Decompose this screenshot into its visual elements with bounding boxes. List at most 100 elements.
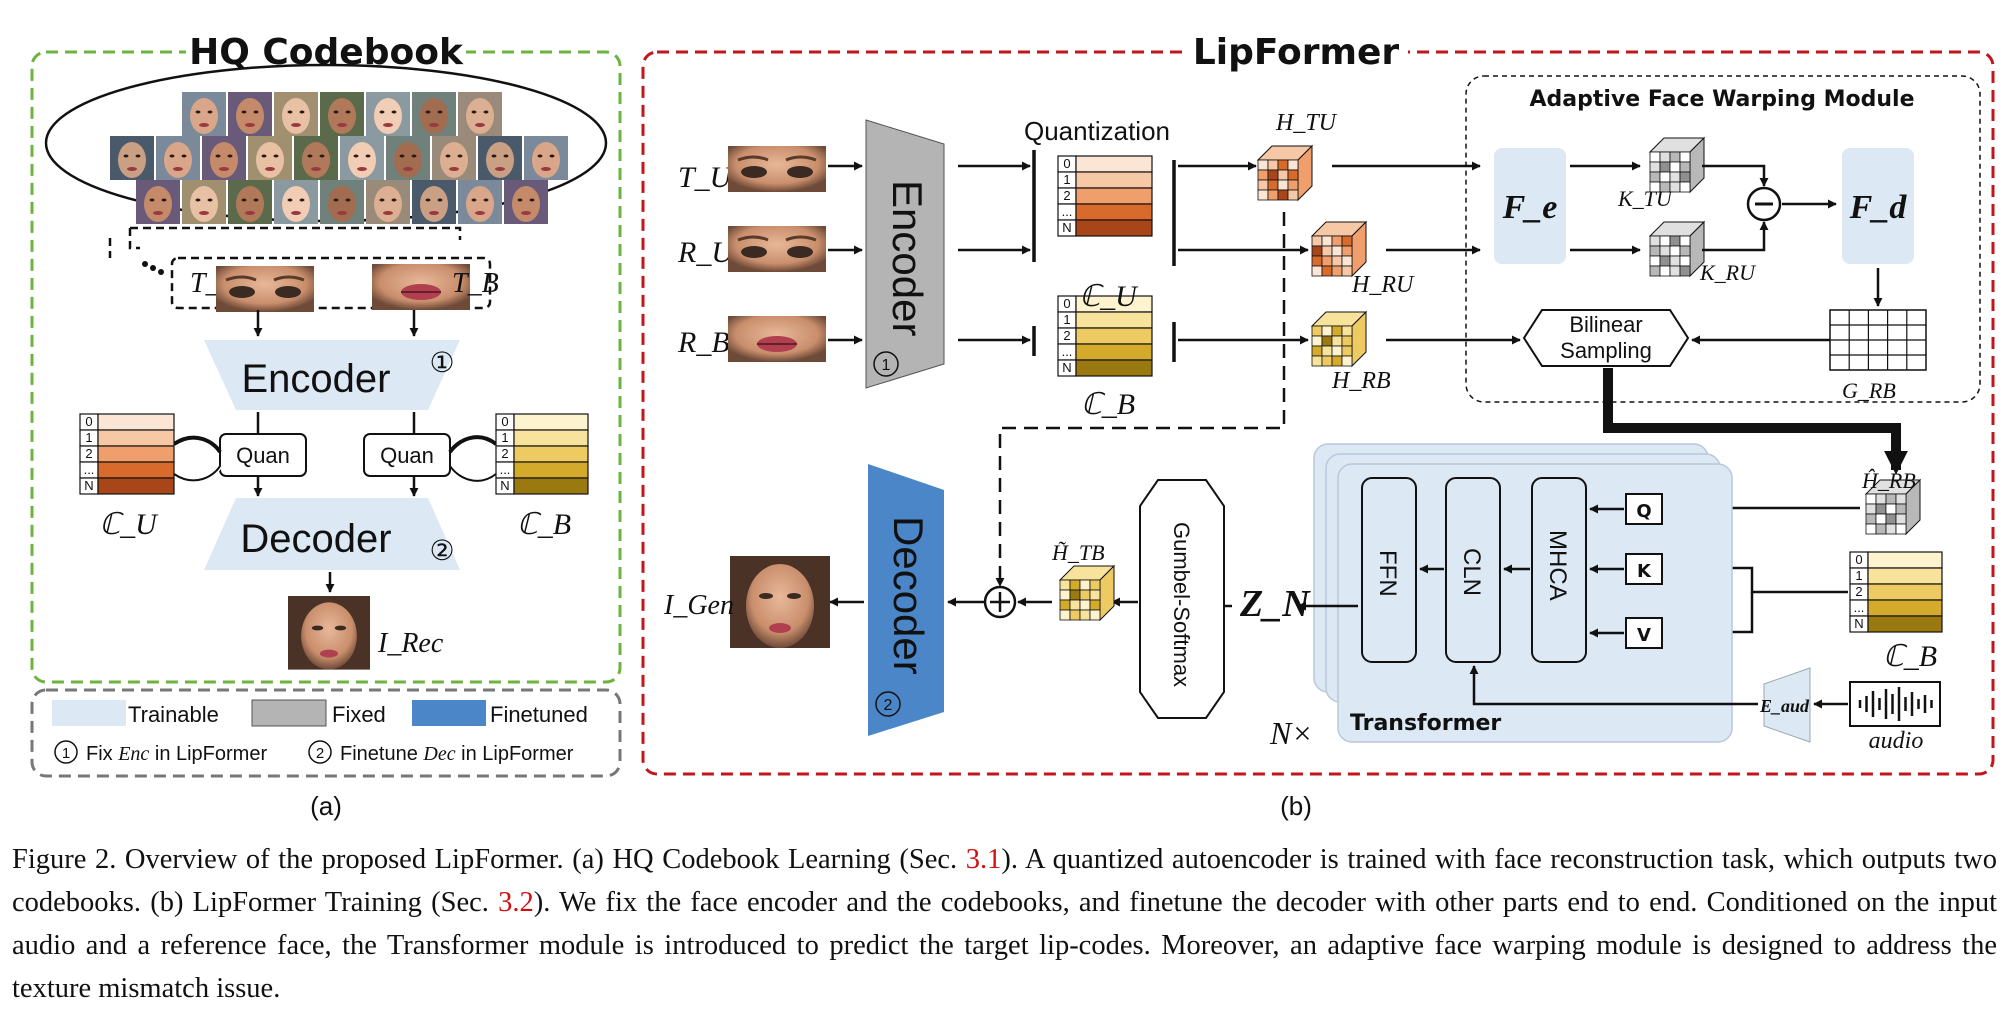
codebook-row-index: N (1854, 616, 1863, 631)
panel-b-codebook-b: 012...N (1057, 295, 1153, 377)
grid-g-rb (1829, 309, 1927, 371)
q-label: Q (1636, 501, 1651, 522)
codebook-row-index: 0 (1063, 296, 1070, 311)
warping-module-title: Adaptive Face Warping Module (1530, 87, 1915, 112)
panel-a-codebook-b: 012...N (495, 413, 589, 495)
codebook-row-index: 2 (501, 446, 508, 461)
input-r-b: R_B (677, 326, 730, 359)
codebook-row-index: N (1062, 220, 1071, 235)
quan-label-left: Quan (236, 443, 290, 468)
bilinear-sampling (1522, 309, 1690, 367)
label-h-ru: H_RU (1351, 272, 1415, 298)
cube-k-ru (1648, 220, 1706, 278)
input-r-u-image (726, 224, 828, 274)
label-h-tb-tilde: H̃_TB (1051, 540, 1105, 565)
caption-ref-3-1[interactable]: 3.1 (965, 844, 1002, 875)
panel-a-eyes-image (214, 264, 316, 314)
fd-box (1842, 148, 1914, 264)
label-h-rb-hat: Ĥ_RB (1861, 468, 1916, 493)
codebook-row-index: 0 (501, 414, 508, 429)
fe-box (1494, 148, 1566, 264)
svg-text:2: 2 (884, 697, 893, 714)
transformer-label: Transformer (1350, 711, 1501, 736)
panel-a-encoder-num: ① (429, 347, 454, 378)
panel-a-decoder-label: Decoder (240, 517, 391, 561)
panel-a-encoder-label: Encoder (242, 357, 391, 401)
panel-b-codebook-b-label: ℂ_B (1081, 388, 1135, 421)
panel-a-decoder (204, 498, 460, 570)
bilinear-line-1: Bilinear (1569, 312, 1642, 337)
caption-ref-3-2[interactable]: 3.2 (498, 887, 534, 918)
cube-h-rb (1310, 310, 1368, 368)
audio-waveform (1849, 681, 1941, 727)
cube-h-rb-hat (1864, 478, 1922, 536)
cln-label: CLN (1458, 548, 1485, 596)
input-r-b-image (727, 315, 827, 363)
k-box (1625, 553, 1663, 585)
quan-box-left (219, 433, 307, 477)
codebook-row-index: 1 (85, 430, 92, 445)
fe-label: F_e (1502, 189, 1558, 226)
panel-b-title: LipFormer (1193, 32, 1400, 73)
mhca-label: MHCA (1544, 530, 1571, 601)
panel-b-output-label: I_Gen (663, 590, 734, 621)
legend-swatch-trainable (52, 700, 126, 726)
codebook-row-index: 1 (1063, 312, 1070, 327)
codebook-row-index: 2 (1063, 188, 1070, 203)
codebook-row-index: 2 (1063, 328, 1070, 343)
codebook-row-index: 1 (501, 430, 508, 445)
transformer-repeat: N× (1269, 715, 1313, 751)
panel-b-encoder (865, 119, 945, 389)
transformer-codebook-b: 012...N (1849, 551, 1943, 633)
cube-h-tb-tilde (1058, 564, 1116, 622)
input-r-u: R_U (677, 236, 735, 269)
panel-b-border (641, 50, 1995, 776)
label-k-tu: K_TU (1617, 186, 1674, 211)
panel-a-decoder-num: ② (429, 535, 454, 566)
quantization-label: Quantization (1024, 116, 1170, 146)
svg-text:2: 2 (316, 745, 324, 762)
panel-b-codebook-u: 012...N (1057, 155, 1153, 237)
face-collage (110, 92, 568, 224)
legend-note-2: Finetune Dec in LipFormer (340, 743, 574, 765)
quan-label-right: Quan (380, 443, 434, 468)
sublabel-b: (b) (1280, 791, 1312, 821)
audio-label: audio (1869, 728, 1924, 754)
input-t-u-image (726, 144, 828, 194)
codebook-row-index: ... (1062, 344, 1073, 359)
audio-encoder-label: E_aud (1759, 696, 1810, 716)
panel-b-encoder-label: Encoder (884, 180, 931, 336)
ffn-label: FFN (1374, 550, 1401, 597)
legend-swatch-finetuned (412, 700, 486, 726)
codebook-row-index: 0 (1855, 552, 1862, 567)
ffn-box (1361, 477, 1417, 663)
z-n-label: Z_N (1239, 583, 1311, 625)
panel-a-output-label: I_Rec (377, 628, 444, 659)
legend-note-1: Fix Enc in LipFormer (86, 743, 267, 765)
v-label: V (1637, 625, 1651, 646)
audio-encoder (1763, 667, 1811, 743)
panel-b-decoder-label: Decoder (885, 516, 932, 675)
label-h-tu: H_TU (1275, 110, 1338, 136)
codebook-row-index: 0 (85, 414, 92, 429)
figure-caption: Figure 2. Overview of the proposed LipFo… (12, 844, 1997, 1004)
panel-a-output-face (288, 596, 370, 670)
panel-a-codebook-u-label: ℂ_U (99, 508, 159, 541)
sublabel-a: (a) (310, 791, 342, 821)
v-box (1625, 617, 1663, 649)
legend-border (30, 688, 622, 778)
legend-swatch-fixed (251, 699, 327, 727)
warping-module (1465, 75, 1981, 403)
panel-a-border (30, 50, 622, 684)
codebook-row-index: N (1062, 360, 1071, 375)
panel-a-encoder (204, 340, 460, 410)
codebook-row-index: ... (1062, 204, 1073, 219)
codebook-row-index: 0 (1063, 156, 1070, 171)
figure-diagram: HQ Codebook T_U T_B Encoder ① Quan Quan … (30, 32, 1995, 821)
label-k-ru: K_RU (1699, 260, 1757, 285)
transformer-codebook-b-label: ℂ_B (1883, 640, 1937, 673)
label-g-rb: G_RB (1842, 378, 1896, 403)
panel-a-codebook-u: 012...N (79, 413, 175, 495)
cln-box (1445, 477, 1501, 663)
codebook-row-index: ... (500, 462, 511, 477)
